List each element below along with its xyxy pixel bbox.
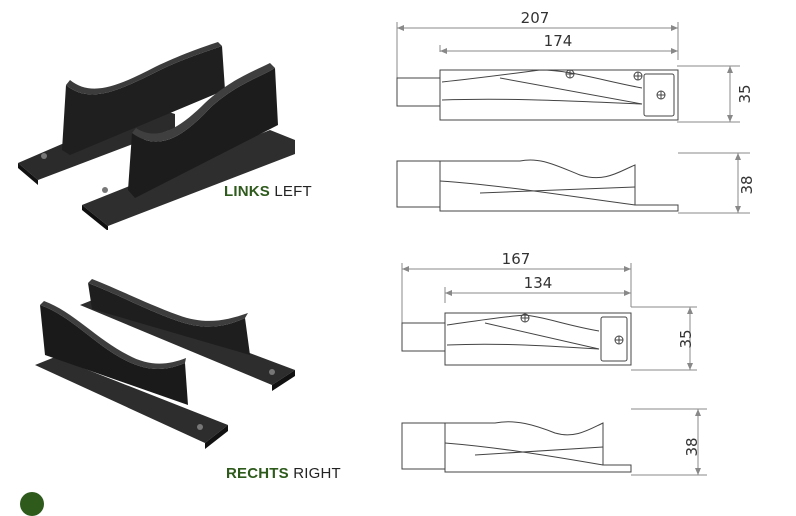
drawing-rechts-side-view: 38 xyxy=(401,408,707,476)
drawing-links-side-view: 38 xyxy=(396,152,756,214)
dim-width: 35 xyxy=(677,329,695,348)
label-rest: LEFT xyxy=(270,183,312,200)
rechts-right-label: RECHTS RIGHT xyxy=(226,465,341,482)
dim-overall-length: 207 xyxy=(521,9,550,27)
dim-height: 38 xyxy=(683,437,701,456)
dim-overall-length: 167 xyxy=(502,250,531,268)
links-left-label: LINKS LEFT xyxy=(224,183,312,200)
dim-inner-length: 134 xyxy=(524,274,553,292)
label-bold: LINKS xyxy=(224,183,270,200)
product-photo-links xyxy=(18,42,295,230)
drawing-links-top-view: 207 174 35 xyxy=(396,9,754,123)
label-bold: RECHTS xyxy=(226,465,289,482)
dim-width: 35 xyxy=(736,84,754,103)
dim-height: 38 xyxy=(738,175,756,194)
drawing-rechts-top-view: 167 134 35 xyxy=(401,250,697,371)
dim-inner-length: 174 xyxy=(544,32,573,50)
product-photo-rechts xyxy=(35,279,295,449)
label-rest: RIGHT xyxy=(288,465,341,482)
green-dot-icon xyxy=(20,492,44,516)
